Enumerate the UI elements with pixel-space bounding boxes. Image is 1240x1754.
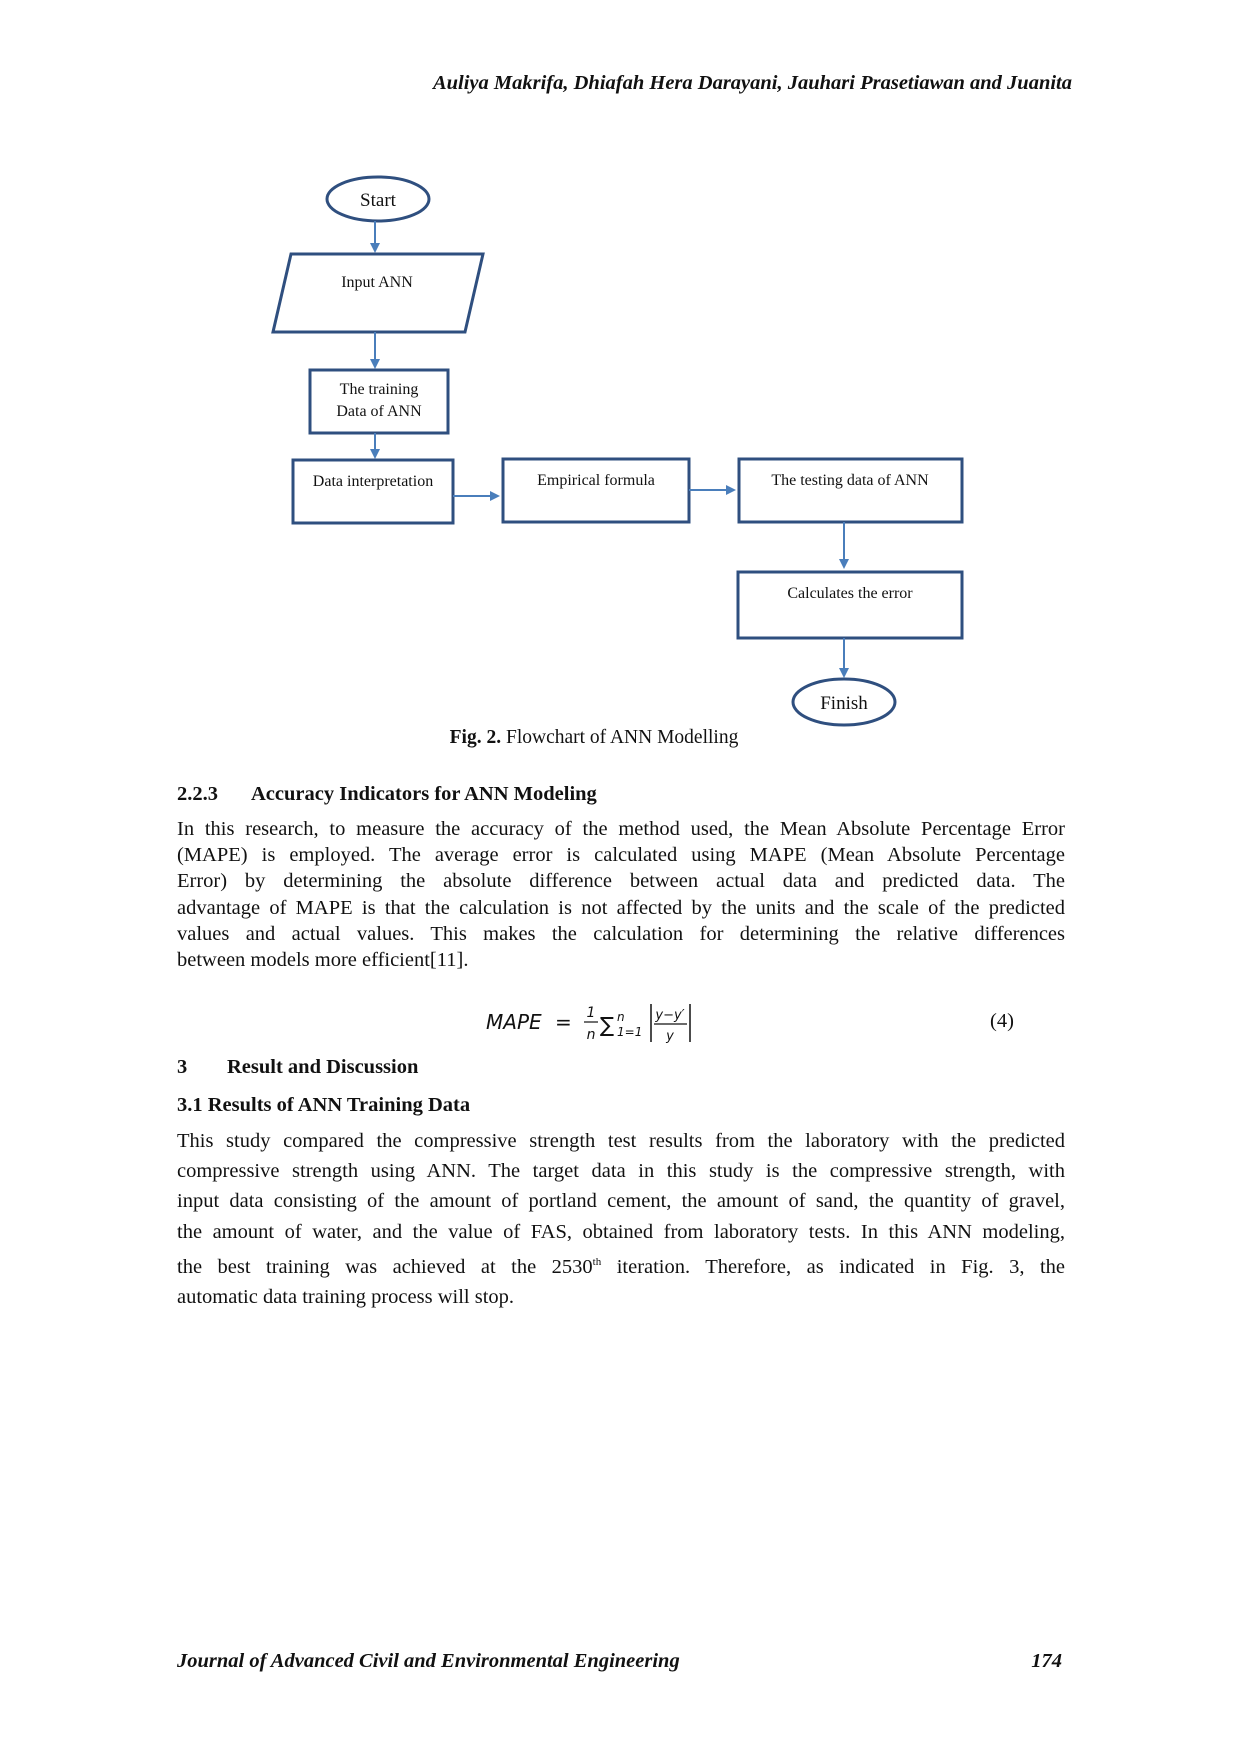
paragraph-line: In this research, to measure the accurac… xyxy=(177,818,1065,840)
figure-caption-text: Flowchart of ANN Modelling xyxy=(505,727,739,748)
paragraph-line: automatic data training process will sto… xyxy=(177,1285,515,1308)
footer-page-number: 174 xyxy=(1031,1650,1062,1672)
paragraph-line: values and actual values. This makes the… xyxy=(177,922,1065,945)
paragraph-line: compressive strength using ANN. The targ… xyxy=(177,1160,1065,1183)
training-node: The training Data of ANN xyxy=(308,368,450,435)
interpretation-node: Data interpretation xyxy=(291,458,455,525)
line5-superscript: th xyxy=(592,1255,602,1268)
section-223-heading: 2.2.3 Accuracy Indicators for ANN Modelin… xyxy=(177,783,597,806)
paragraph-line: the amount of water, and the value of FA… xyxy=(177,1220,1065,1243)
paragraph-line: the best training was achieved at the 25… xyxy=(177,1247,1065,1282)
equation-sum-lower: 1=1 xyxy=(617,1025,642,1039)
equation-frac-num: 1 xyxy=(587,1005,596,1021)
figure-caption: Fig. 2. Flowchart of ANN Modelling xyxy=(0,727,1188,749)
section-3-number: 3 xyxy=(177,1056,188,1078)
paragraph-line: This study compared the compressive stre… xyxy=(177,1130,1065,1152)
footer-journal-name: Journal of Advanced Civil and Environmen… xyxy=(177,1650,680,1672)
interpretation-label: Data interpretation xyxy=(313,473,433,490)
paragraph-line: (MAPE) is employed. The average error is… xyxy=(177,844,1065,867)
training-label-line1: The training xyxy=(340,381,419,398)
error-node: Calculates the error xyxy=(736,570,964,640)
section-3-heading: 3 Result and Discussion xyxy=(177,1056,418,1079)
section-31-paragraph: This study compared the compressive stre… xyxy=(177,1126,1065,1312)
running-header-authors: Auliya Makrifa, Dhiafah Hera Darayani, J… xyxy=(432,72,1072,94)
section-3-title: Result and Discussion xyxy=(227,1056,419,1078)
line5-after: iteration. Therefore, as indicated in Fi… xyxy=(601,1255,1065,1278)
flowchart-diagram: Start Input ANN The training Data of ANN… xyxy=(271,175,964,727)
equation-equals: = xyxy=(555,1010,572,1034)
section-223-number: 2.2.3 xyxy=(177,783,218,805)
equation-abs-num: y−y′ xyxy=(654,1008,684,1023)
input-node: Input ANN xyxy=(271,252,485,334)
input-label: Input ANN xyxy=(341,274,413,291)
figure-caption-label: Fig. 2. xyxy=(449,727,502,748)
line5-before: the best training was achieved at the 25… xyxy=(177,1255,593,1278)
paragraph-line: Error) by determining the absolute diffe… xyxy=(177,870,1065,893)
section-223-title: Accuracy Indicators for ANN Modeling xyxy=(251,783,597,805)
empirical-node: Empirical formula xyxy=(501,457,691,524)
error-label: Calculates the error xyxy=(787,585,913,602)
equation-number: (4) xyxy=(990,1010,1014,1032)
finish-label: Finish xyxy=(820,693,868,714)
equation-abs-den: y xyxy=(665,1029,674,1044)
section-223-paragraph: In this research, to measure the accurac… xyxy=(177,816,1065,973)
paragraph-line: between models more efficient[11]. xyxy=(177,949,469,972)
paragraph-line: input data consisting of the amount of p… xyxy=(177,1190,1065,1213)
equation-sum-symbol: ∑ xyxy=(600,1013,614,1037)
empirical-label: Empirical formula xyxy=(537,472,655,489)
training-label-line2: Data of ANN xyxy=(336,403,422,420)
equation-lhs: MAPE xyxy=(486,1010,542,1034)
mape-equation: MAPE = 1 n ∑ n 1=1 y−y′ y xyxy=(486,1004,691,1044)
equation-sum-upper: n xyxy=(617,1010,625,1024)
paragraph-line: advantage of MAPE is that the calculatio… xyxy=(177,896,1065,919)
finish-node: Finish xyxy=(791,677,897,727)
equation-frac-den: n xyxy=(587,1027,596,1043)
start-node: Start xyxy=(325,175,431,223)
start-label: Start xyxy=(360,190,397,211)
section-31-heading: 3.1 Results of ANN Training Data xyxy=(177,1094,471,1116)
testing-label: The testing data of ANN xyxy=(771,472,929,489)
testing-node: The testing data of ANN xyxy=(737,457,964,524)
